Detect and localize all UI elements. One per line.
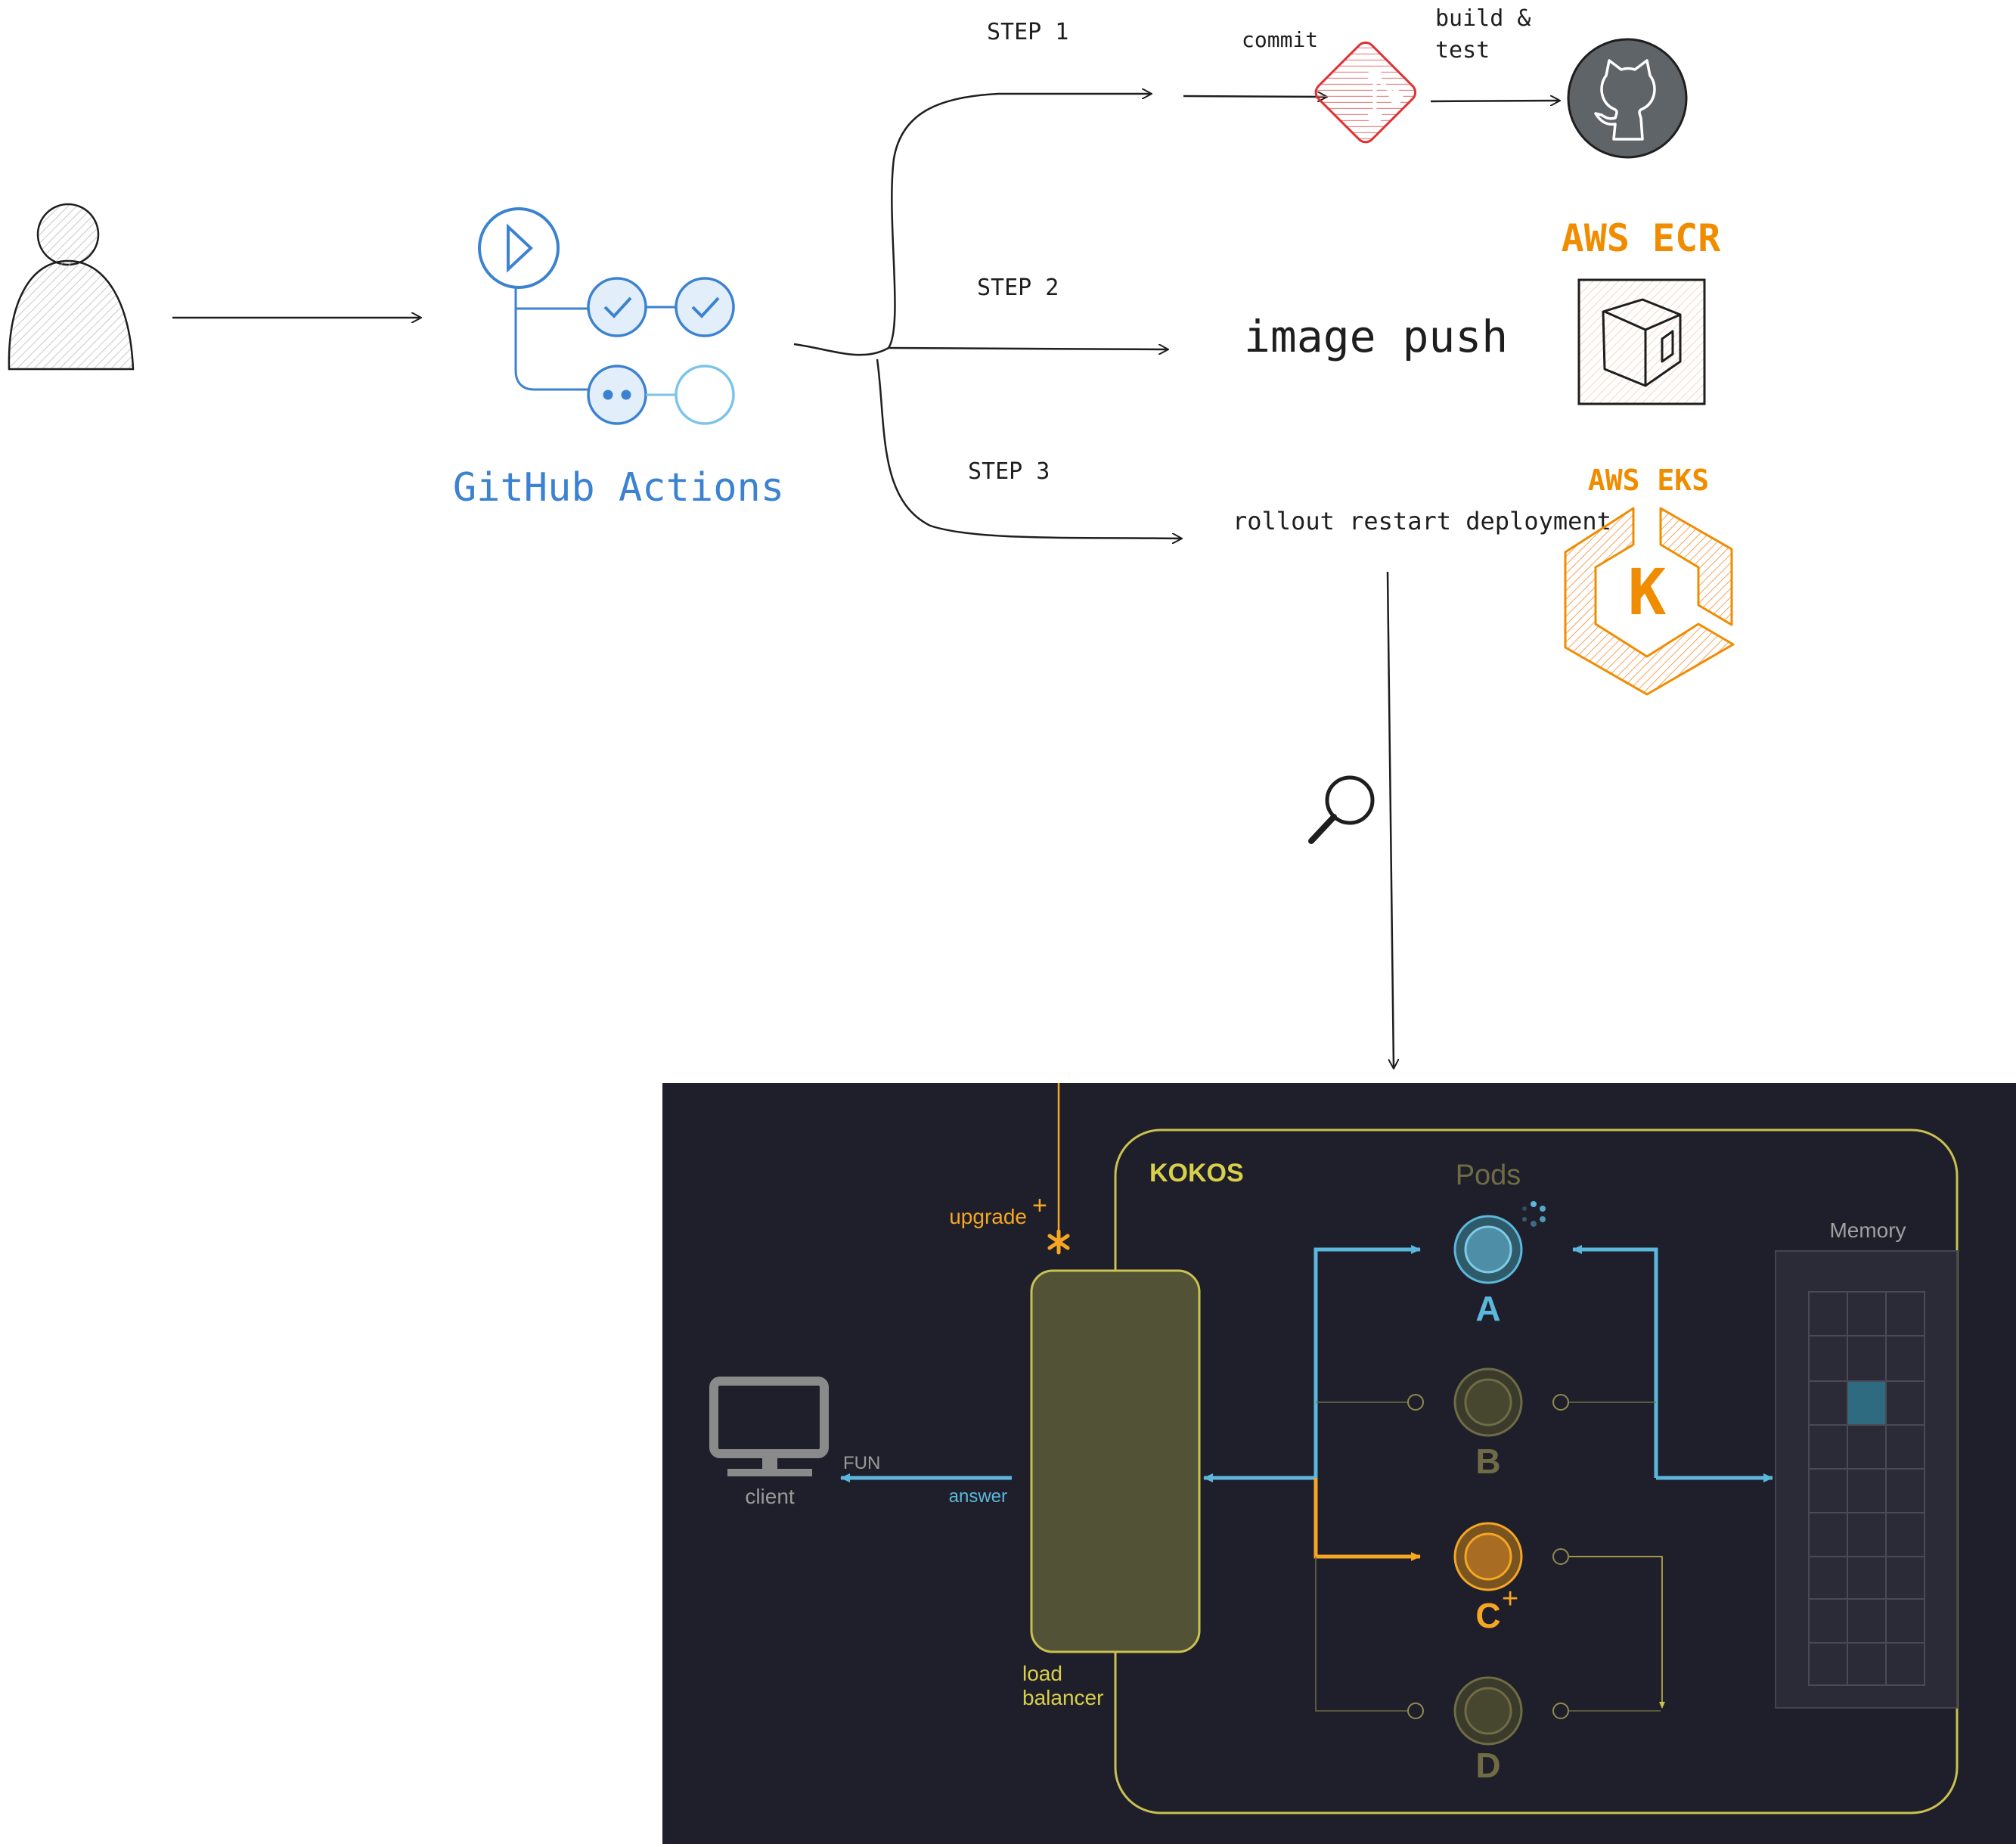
pod-a-label: A [1475, 1289, 1500, 1328]
user-icon [8, 203, 135, 371]
step-1-label: STEP 1 [987, 19, 1068, 45]
image-push-label: image push [1244, 311, 1508, 362]
aws-ecr-icon [1577, 278, 1706, 405]
deploy-down-arrow [1386, 571, 1394, 1068]
github-icon [1567, 38, 1688, 159]
aws-eks-icon: K [1564, 507, 1735, 696]
github-actions-label: GitHub Actions [453, 465, 784, 511]
pod-c-plus: + [1502, 1583, 1518, 1615]
commit-arrow [1183, 96, 1326, 97]
github-actions-icon [478, 207, 735, 425]
pod-c-label: C [1475, 1596, 1500, 1635]
pod-d-label: D [1475, 1746, 1500, 1785]
rollout-restart-label: rollout restart deployment [1233, 507, 1611, 535]
pod-c [1453, 1522, 1523, 1591]
load-balancer-label-2: balancer [1022, 1686, 1103, 1709]
aws-ecr-label: AWS ECR [1562, 216, 1722, 260]
step-2-label: STEP 2 [977, 275, 1059, 301]
pod-b [1453, 1367, 1523, 1437]
step-3-label: STEP 3 [968, 458, 1050, 485]
kokos-title: KOKOS [1149, 1159, 1244, 1187]
pods-label: Pods [1456, 1159, 1521, 1191]
aws-eks-label: AWS EKS [1588, 464, 1709, 497]
fun-label: FUN [843, 1453, 880, 1473]
git-icon [1314, 41, 1417, 144]
load-balancer-label-1: load [1022, 1662, 1062, 1685]
build-test-label-1: build & [1435, 5, 1531, 32]
lb-pod-connectors [1203, 1245, 1424, 1719]
commit-label: commit [1242, 27, 1318, 52]
pod-b-label: B [1475, 1442, 1500, 1481]
magnifier-icon [1308, 775, 1375, 844]
memory-grid [1775, 1250, 1958, 1709]
upgrade-asterisk-icon [1047, 1229, 1070, 1255]
memory-label: Memory [1829, 1218, 1906, 1242]
upgrade-plus: + [1032, 1191, 1047, 1220]
client-monitor-icon [709, 1377, 829, 1476]
pod-memory-connectors [1552, 1245, 1773, 1719]
aws-eks-letter: K [1628, 555, 1667, 629]
build-test-label-2: test [1435, 37, 1490, 64]
pod-d [1453, 1676, 1523, 1746]
client-label: client [745, 1485, 795, 1508]
step-fork-connector [793, 94, 1181, 539]
upgrade-label: upgrade [949, 1205, 1027, 1228]
pod-a [1453, 1215, 1523, 1284]
answer-label: answer [949, 1486, 1007, 1507]
load-balancer [1030, 1269, 1201, 1653]
loading-spinner-icon [1522, 1201, 1546, 1227]
